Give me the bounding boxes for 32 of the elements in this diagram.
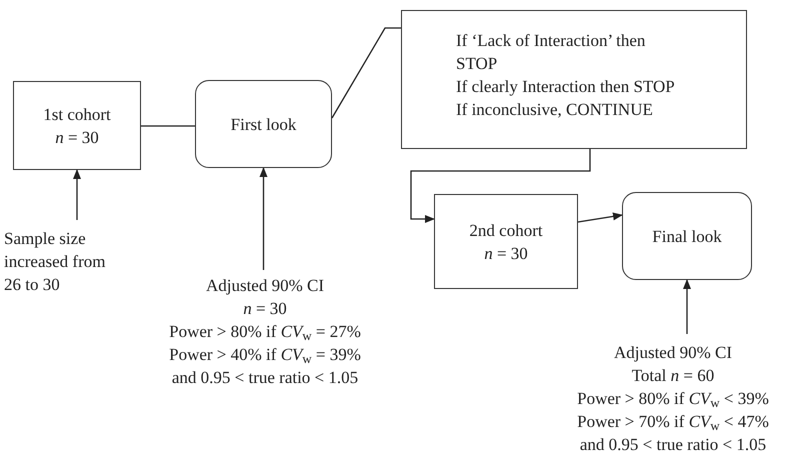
annotation-text: Total n = 60 (632, 364, 714, 386)
box-label: Final look (652, 226, 722, 248)
process-box (434, 194, 578, 289)
connector-line (141, 125, 195, 127)
arrow (683, 279, 691, 334)
box-label: n = 30 (55, 126, 99, 148)
annotation-text: and 0.95 < true ratio < 1.05 (580, 434, 766, 456)
annotation-text: Adjusted 90% CI (614, 342, 732, 364)
box-label: First look (230, 114, 296, 136)
annotation-text: Adjusted 90% CI (206, 274, 324, 296)
decision-box (401, 10, 747, 149)
box-label: 1st cohort (43, 104, 111, 126)
annotation-text: and 0.95 < true ratio < 1.05 (172, 366, 358, 388)
annotation-text: Power > 40% if CV$_{w}$ = 39% (169, 344, 361, 366)
box-label: If clearly Interaction then STOP (456, 76, 675, 98)
annotation-text: Sample size increased from 26 to 30 (4, 228, 106, 296)
process-box (13, 81, 141, 170)
box-label: If inconclusive, CONTINUE (456, 99, 653, 121)
rounded-box (195, 80, 332, 168)
rounded-box (622, 192, 752, 280)
box-label: If ‘Lack of Interaction’ then STOP (456, 30, 646, 75)
arrow (578, 212, 623, 223)
annotation-text: n = 30 (243, 298, 287, 320)
connector-line (331, 27, 401, 118)
annotation-text: Power > 70% if CV$_{w}$ < 47% (577, 410, 769, 432)
arrow (410, 149, 591, 223)
box-label: n = 30 (484, 242, 528, 264)
box-label: 2nd cohort (469, 220, 543, 242)
annotation-text: Power > 80% if CV$_{w}$ = 27% (169, 320, 361, 342)
arrow (260, 167, 268, 270)
annotation-text: Power > 80% if CV$_{w}$ < 39% (577, 388, 769, 410)
arrow (73, 169, 81, 220)
